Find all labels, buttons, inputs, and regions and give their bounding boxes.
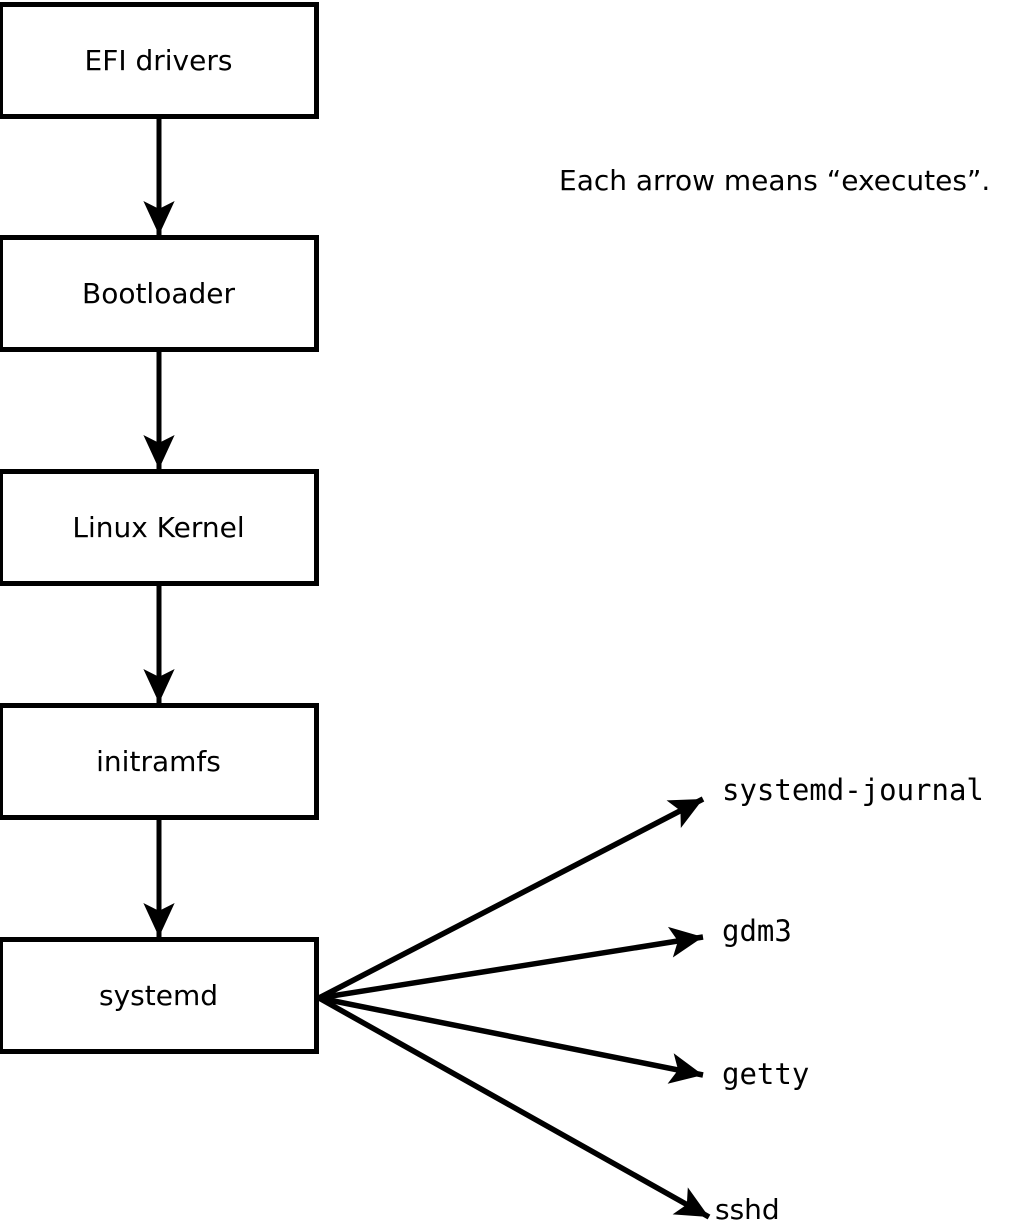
node-initramfs-label: initramfs xyxy=(96,744,221,778)
branch-label-getty: getty xyxy=(722,1057,810,1091)
node-efi-drivers-label: EFI drivers xyxy=(84,43,233,77)
node-bootloader: Bootloader xyxy=(0,235,319,352)
node-initramfs: initramfs xyxy=(0,703,319,820)
branch-label-gdm3: gdm3 xyxy=(722,914,792,948)
edge-systemd-to-sshd xyxy=(317,995,711,1220)
edge-systemd-to-gdm3 xyxy=(318,926,704,1001)
diagram-caption: Each arrow means “executes”. xyxy=(559,164,991,197)
node-bootloader-label: Bootloader xyxy=(81,276,236,310)
node-systemd-label: systemd xyxy=(99,978,218,1012)
branch-label-sshd: sshd xyxy=(715,1193,780,1226)
edge-systemd-to-getty xyxy=(318,995,704,1084)
node-systemd: systemd xyxy=(0,937,319,1054)
node-efi-drivers: EFI drivers xyxy=(0,2,319,119)
branch-label-systemd-journal: systemd-journal xyxy=(722,773,984,807)
node-linux-kernel-label: Linux Kernel xyxy=(72,510,245,544)
edge-systemd-to-journal xyxy=(317,796,705,1001)
node-linux-kernel: Linux Kernel xyxy=(0,469,319,586)
